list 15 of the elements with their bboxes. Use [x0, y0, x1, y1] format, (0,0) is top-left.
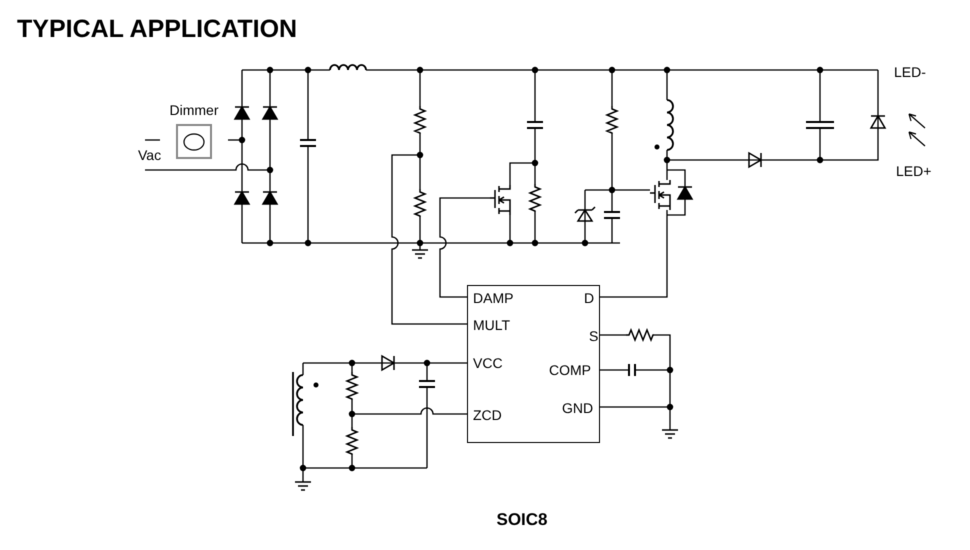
pin-label: COMP — [549, 362, 591, 378]
ic-chip — [467, 285, 600, 443]
pin-label: MULT — [473, 317, 510, 333]
pin-label: GND — [562, 400, 594, 416]
output-label: LED- — [894, 64, 926, 80]
pin-label: S — [589, 328, 598, 344]
input-label: Vac — [138, 147, 162, 163]
pin-label: ZCD — [473, 407, 502, 423]
diagram-title: TYPICAL APPLICATION — [17, 15, 298, 44]
pin-label: VCC — [473, 355, 503, 371]
package-caption: SOIC8 — [495, 510, 549, 530]
dimmer-label: Dimmer — [170, 102, 218, 119]
pin-label: D — [584, 290, 594, 306]
output-label: LED+ — [896, 163, 932, 179]
pin-label: DAMP — [473, 290, 514, 306]
